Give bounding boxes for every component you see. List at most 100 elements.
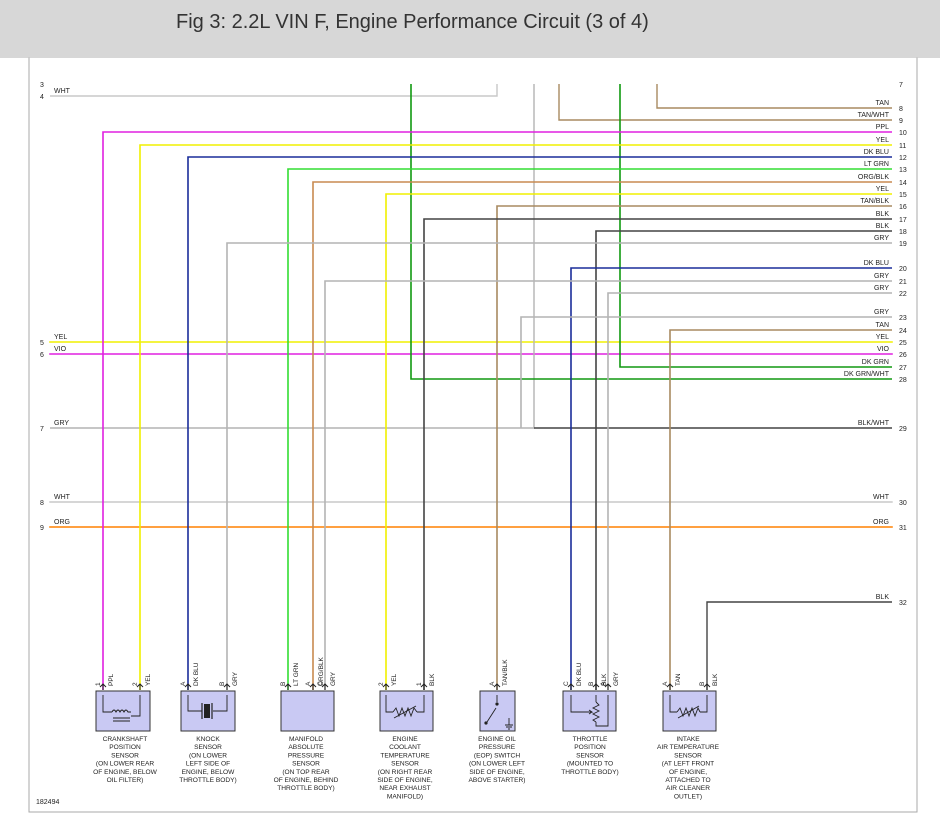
intake-air-temperature-sensor-label-line: AIR TEMPERATURE	[657, 744, 720, 751]
wire-gry-7	[50, 84, 535, 429]
engine-oil-pressure-switch-pin-wire-label: TAN/BLK	[502, 659, 509, 686]
left-pin-number: 5	[40, 340, 44, 347]
throttle-position-sensor-pin-B-arrow	[592, 683, 600, 688]
right-wire-label: TAN/WHT	[858, 112, 890, 119]
right-pin-number: 20	[899, 266, 907, 273]
throttle-position-sensor-pin-wire-label: GRY	[613, 671, 620, 686]
map-sensor-pin-C-arrow	[321, 683, 329, 688]
coil-icon	[102, 695, 141, 717]
left-pin-number: 4	[40, 94, 44, 101]
knock-sensor-label-line: ENGINE, BELOW	[182, 769, 236, 776]
left-pin-number: 7	[40, 426, 44, 433]
right-wire-label: BLK	[876, 594, 890, 601]
wire-dk-grn-27	[619, 84, 892, 368]
crankshaft-position-sensor-pin-1-arrow	[99, 683, 107, 688]
right-wire-label: BLK	[876, 223, 890, 230]
right-pin-number: 27	[899, 365, 907, 372]
wire-dk-blu-12	[187, 156, 892, 690]
potentiometer-icon	[591, 701, 601, 723]
engine-oil-pressure-switch-label-line: PRESSURE	[479, 744, 516, 751]
engine-coolant-temperature-sensor-label-line: SIDE OF ENGINE,	[377, 777, 432, 784]
wire-tan-8	[656, 84, 892, 109]
left-pin-number: 9	[40, 525, 44, 532]
left-wire-label: ORG	[54, 519, 70, 526]
intake-air-temperature-sensor-label-line: OUTLET)	[674, 793, 702, 800]
left-wire-label: VIO	[54, 346, 67, 353]
engine-coolant-temperature-sensor-pin-1-arrow	[420, 683, 428, 688]
right-wire-label: BLK	[876, 211, 890, 218]
map-sensor-label-line: THROTTLE BODY)	[277, 785, 335, 792]
right-wire-label: PPL	[876, 124, 889, 131]
wire-dk-blu-20	[570, 267, 892, 690]
right-wire-label: TAN/BLK	[860, 198, 889, 205]
left-wire-label: YEL	[54, 334, 67, 341]
engine-coolant-temperature-sensor-pin-wire-label: YEL	[391, 673, 398, 686]
right-pin-number: 22	[899, 291, 907, 298]
right-pin-number: 24	[899, 328, 907, 335]
right-pin-number: 25	[899, 340, 907, 347]
map-sensor-pin-number: B	[280, 682, 287, 686]
knock-sensor-label-line: LEFT SIDE OF	[186, 761, 230, 768]
engine-coolant-temperature-sensor-label-line: ENGINE	[392, 736, 418, 743]
ground-icon	[505, 718, 513, 730]
right-pin-number: 13	[899, 167, 907, 174]
map-sensor	[280, 690, 335, 732]
right-wire-label: YEL	[876, 334, 889, 341]
switch-contact-icon	[484, 721, 488, 725]
right-wire-label: LT GRN	[864, 161, 889, 168]
thermistor-lead-icon	[669, 695, 708, 713]
knock-sensor-pin-wire-label: DK BLU	[193, 662, 200, 686]
wire-yel-11	[139, 144, 892, 690]
potentiometer-lead-icon	[570, 695, 609, 727]
right-pin-number: 31	[899, 525, 907, 532]
intake-air-temperature-sensor-label-line: AIR CLEANER	[666, 785, 710, 792]
right-wire-label: ORG	[873, 519, 889, 526]
right-pin-number: 12	[899, 155, 907, 162]
engine-coolant-temperature-sensor-pin-number: 2	[378, 682, 385, 686]
right-pin-number: 7	[899, 82, 903, 89]
map-sensor-pin-wire-label: LT GRN	[293, 662, 300, 686]
wiper-arrow-icon	[585, 709, 594, 715]
engine-oil-pressure-switch-pin-number: A	[489, 681, 496, 686]
map-sensor-body	[280, 690, 335, 732]
crankshaft-position-sensor-label-line: CRANKSHAFT	[103, 736, 148, 743]
right-wire-label: DK BLU	[864, 260, 889, 267]
intake-air-temperature-sensor-pin-B-arrow	[703, 683, 711, 688]
throttle-position-sensor-label-line: THROTTLE	[573, 736, 608, 743]
engine-coolant-temperature-sensor-label-line: (ON RIGHT REAR	[378, 769, 433, 776]
wire-tan-24	[669, 329, 892, 690]
thermistor-icon	[392, 706, 418, 718]
thermistor-lead-icon	[385, 695, 425, 713]
right-pin-number: 15	[899, 192, 907, 199]
right-pin-number: 8	[899, 106, 903, 113]
engine-oil-pressure-switch-label-line: ENGINE OIL	[478, 736, 516, 743]
map-sensor-label-line: SENSOR	[292, 761, 320, 768]
map-sensor-label-line: MANIFOLD	[289, 736, 323, 743]
right-pin-number: 21	[899, 279, 907, 286]
intake-air-temperature-sensor-pin-A-arrow	[666, 683, 674, 688]
right-wire-label: BLK/WHT	[858, 420, 890, 427]
coil-winding-icon	[111, 709, 131, 714]
map-sensor-pin-A-arrow	[309, 683, 317, 688]
engine-coolant-temperature-sensor-label-line: MANIFOLD)	[387, 793, 423, 800]
engine-coolant-temperature-sensor-pin-2-arrow	[382, 683, 390, 688]
right-wire-label: ORG/BLK	[858, 174, 889, 181]
map-sensor-pin-number: C	[317, 681, 324, 686]
wire-lt-grn-13	[287, 168, 892, 690]
intake-air-temperature-sensor-label-line: SENSOR	[674, 752, 702, 759]
wire-wht-top	[50, 84, 498, 97]
wire-ppl-10	[102, 131, 892, 690]
crankshaft-position-sensor-pin-number: 1	[95, 682, 102, 686]
right-pin-number: 30	[899, 500, 907, 507]
map-sensor-pin-wire-label: ORG/BLK	[318, 656, 325, 686]
right-pin-number: 9	[899, 118, 903, 125]
right-pin-number: 23	[899, 315, 907, 322]
knock-sensor-pin-A-arrow	[184, 683, 192, 688]
knock-sensor-pin-number: B	[219, 682, 226, 686]
crankshaft-position-sensor-label-line: POSITION	[109, 744, 141, 751]
map-sensor-label-line: ABSOLUTE	[288, 744, 324, 751]
wire-gry-22	[607, 292, 892, 690]
title-bar: Fig 3: 2.2L VIN F, Engine Performance Ci…	[0, 0, 940, 58]
engine-coolant-temperature-sensor-label-line: COOLANT	[389, 744, 421, 751]
right-pin-number: 10	[899, 130, 907, 137]
